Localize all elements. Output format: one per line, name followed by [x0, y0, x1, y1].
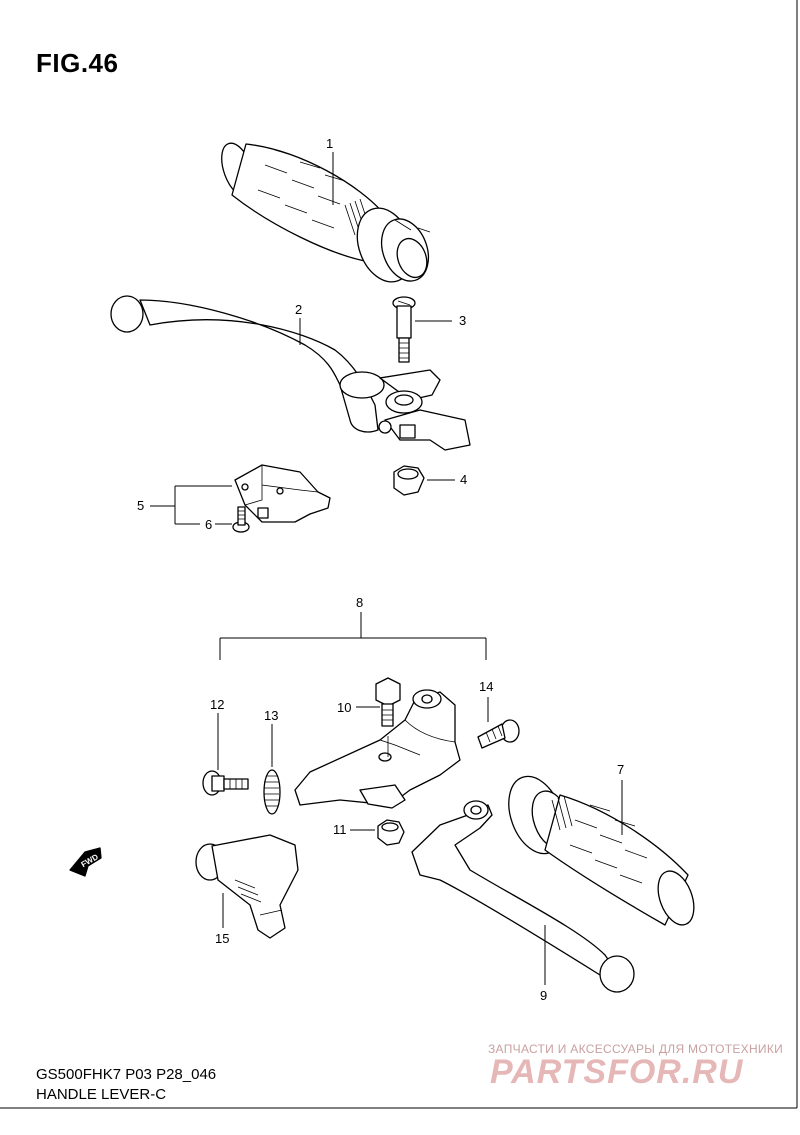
- callout-1: 1: [326, 136, 333, 151]
- callout-10: 10: [337, 700, 351, 715]
- callout-14: 14: [479, 679, 493, 694]
- section-name: HANDLE LEVER-C: [36, 1086, 167, 1103]
- watermark-tagline: ЗАПЧАСТИ И АКСЕССУАРЫ ДЛЯ МОТОТЕХНИКИ: [488, 1042, 784, 1056]
- fwd-arrow-icon: FWD: [69, 847, 102, 877]
- throttle-grip-drawing: [221, 142, 431, 283]
- callout-15: 15: [215, 931, 229, 946]
- brake-switch-drawing: [150, 464, 331, 533]
- holder-screw-drawing: [202, 713, 249, 796]
- holder-bolt-drawing: [477, 697, 520, 749]
- lever-boot-drawing: [195, 834, 299, 939]
- lever-holder-drawing: [294, 689, 461, 809]
- clutch-nut-drawing: [350, 819, 405, 846]
- adjuster-drawing: [263, 724, 281, 815]
- figure-title: FIG.46: [36, 48, 119, 78]
- brake-lever-drawing: [110, 295, 471, 451]
- callout-5: 5: [137, 498, 144, 513]
- callout-9: 9: [540, 988, 547, 1003]
- callout-3: 3: [459, 313, 466, 328]
- left-grip-drawing: [508, 775, 695, 926]
- callout-2: 2: [295, 302, 302, 317]
- callout-4: 4: [460, 472, 467, 487]
- callout-7: 7: [617, 762, 624, 777]
- clutch-bolt-drawing: [356, 677, 401, 727]
- callout-labels: 1 2 3 4 5 6 7 8 9 10 11 12 13 14 15: [137, 136, 624, 1003]
- clutch-lever-drawing: [411, 800, 635, 993]
- callout-13: 13: [264, 708, 278, 723]
- callout-8: 8: [356, 595, 363, 610]
- pivot-bolt-drawing: [392, 296, 452, 363]
- callout-12: 12: [210, 697, 224, 712]
- assembly-8-bracket: [219, 612, 487, 660]
- page-frame: [0, 0, 798, 1109]
- watermark-logo: PARTSFOR.RU: [490, 1053, 744, 1091]
- callout-11: 11: [333, 822, 347, 837]
- lever-nut-drawing: [393, 465, 455, 496]
- model-code: GS500FHK7 P03 P28_046: [36, 1066, 217, 1083]
- callout-6: 6: [205, 517, 212, 532]
